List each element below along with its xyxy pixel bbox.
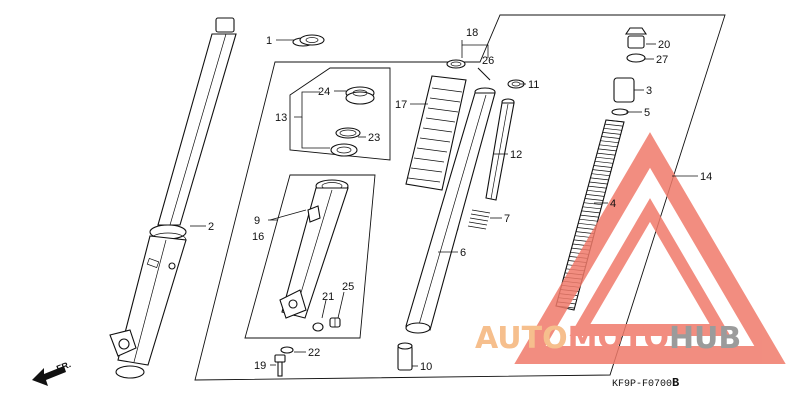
o-ring-part-27 [626,53,646,63]
callout-16: 16 [252,231,264,243]
callout-25: 25 [342,281,354,293]
inner-tube-part-6 [405,87,496,334]
watermark-brand-b: MOTO [568,321,669,356]
pin-part-26 [477,67,491,81]
callout-2: 2 [208,221,214,233]
svg-text:AUTOMOTOHUB: AUTOMOTOHUB [475,321,741,356]
callout-6: 6 [460,247,466,259]
watermark-brand-a: AUTO [475,321,568,356]
callout-9: 9 [254,215,260,227]
callout-14: 14 [700,171,712,183]
callout-11: 11 [528,79,539,91]
callout-10: 10 [420,361,432,373]
direction-label: FR. [55,359,72,374]
callout-20: 20 [658,39,670,51]
callout-19: 19 [254,360,266,372]
callout-numbers: 1 2 3 4 5 6 7 9 10 11 12 13 14 16 17 18 … [208,27,712,373]
callout-23: 23 [368,132,380,144]
fork-slider-part-9 [279,179,349,319]
leader-lines [190,39,698,367]
seal-kit-frame [289,67,391,161]
washer-part-21 [312,322,324,332]
callout-1: 1 [266,35,272,47]
front-direction-arrow: FR. [32,359,72,386]
fork-boot-part-17 [405,75,467,191]
callout-27: 27 [656,54,668,66]
fork-cap-bolt-part-20 [624,27,648,49]
damper-rod-part-12 [485,98,515,201]
bolt-part-19 [274,354,286,377]
clip-part-23 [335,127,361,139]
slider-subassembly-frame [244,174,376,339]
bushing-part-10 [397,342,413,371]
dust-seal-part-24 [345,86,375,105]
callout-13: 13 [275,112,287,124]
seal-part-23b [330,143,358,157]
callout-4: 4 [610,198,616,210]
callout-7: 7 [504,213,510,225]
watermark-brand-c: HUB [669,321,741,356]
oil-seal-part-1 [292,34,325,47]
callout-12: 12 [510,149,522,161]
callout-3: 3 [646,85,652,97]
callout-18: 18 [466,27,478,39]
short-spring-part-3 [613,77,635,103]
washer-part-22 [280,346,294,354]
callout-17: 17 [395,99,407,111]
callout-26: 26 [482,55,494,67]
callout-22: 22 [308,347,320,359]
callout-5: 5 [644,107,650,119]
callout-21: 21 [322,291,334,303]
bolt-part-25 [329,317,341,328]
diagram-code: KF9P-F0700B [612,376,679,390]
diagram-code-main: KF9P-F0700 [612,379,672,390]
spacer-part-5 [611,108,629,116]
diagram-code-suffix: B [672,376,679,390]
watermark-logo: AUTOMOTOHUB [475,132,786,364]
callout-24: 24 [318,86,330,98]
main-assembly-frame [194,14,726,381]
clip-part-18 [446,59,466,69]
fork-assembly-part-2 [109,17,237,379]
